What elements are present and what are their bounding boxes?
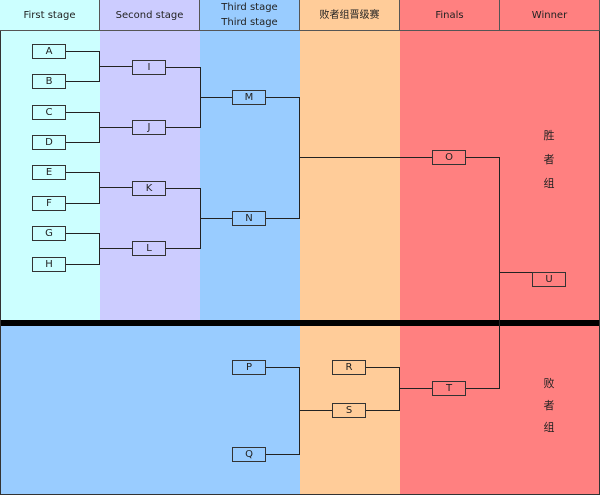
header-finals: Finals xyxy=(400,0,500,31)
connector-line xyxy=(99,248,132,249)
connector-line xyxy=(266,97,299,98)
header-first-stage: First stage xyxy=(0,0,100,31)
header-losers-round: 败者组晋级赛 xyxy=(300,0,400,31)
match-box: I xyxy=(132,60,166,75)
connector-line xyxy=(366,367,399,368)
header-label: 败者组晋级赛 xyxy=(319,9,380,21)
match-box: L xyxy=(132,241,166,256)
connector-line xyxy=(66,51,99,52)
connector-line xyxy=(299,367,300,455)
connector-line xyxy=(366,410,399,411)
match-box: T xyxy=(432,381,466,396)
connector-line xyxy=(266,218,299,219)
connector-line xyxy=(66,172,99,173)
connector-line xyxy=(66,112,99,113)
match-box: P xyxy=(232,360,266,375)
match-box: R xyxy=(332,360,366,375)
match-box: D xyxy=(32,135,66,150)
match-box: M xyxy=(232,90,266,105)
connector-line xyxy=(166,127,200,128)
match-box: F xyxy=(32,196,66,211)
connector-line xyxy=(266,367,299,368)
column-second-stage xyxy=(100,0,200,320)
connector-line xyxy=(200,218,232,219)
connector-line xyxy=(66,203,99,204)
header-winner: Winner xyxy=(500,0,600,31)
header-label: Third stage xyxy=(221,17,278,28)
match-box: J xyxy=(132,120,166,135)
match-box: N xyxy=(232,211,266,226)
label-char: 者 xyxy=(543,399,555,412)
match-box: C xyxy=(32,105,66,120)
connector-line xyxy=(99,187,132,188)
column-finals-winner xyxy=(400,0,600,495)
header-label: Second stage xyxy=(115,9,184,21)
column-losers-round xyxy=(300,0,400,495)
match-box: K xyxy=(132,181,166,196)
winners-bracket-label: 胜 者 组 xyxy=(540,124,558,196)
label-char: 者 xyxy=(543,153,555,166)
connector-line xyxy=(166,248,200,249)
connector-line xyxy=(499,272,532,273)
connector-line xyxy=(99,66,132,67)
losers-bracket-label: 败 者 组 xyxy=(540,373,558,439)
label-char: 败 xyxy=(543,377,555,390)
label-char: 胜 xyxy=(543,129,555,142)
connector-line xyxy=(166,67,200,68)
connector-line xyxy=(466,388,499,389)
connector-line xyxy=(499,157,500,389)
connector-line xyxy=(66,233,99,234)
connector-line xyxy=(266,454,299,455)
connector-line xyxy=(66,264,99,265)
header-label: Winner xyxy=(531,9,568,21)
connector-line xyxy=(299,157,432,158)
header-second-stage: Second stage xyxy=(100,0,200,31)
connector-line xyxy=(399,388,432,389)
connector-line xyxy=(166,188,200,189)
connector-line xyxy=(66,81,99,82)
match-box: A xyxy=(32,44,66,59)
match-box: S xyxy=(332,403,366,418)
connector-line xyxy=(99,172,100,204)
connector-line xyxy=(99,233,100,265)
header-label: Third stage xyxy=(221,2,278,13)
divider-bar xyxy=(0,320,600,326)
connector-line xyxy=(399,367,400,411)
connector-line xyxy=(466,157,499,158)
column-third-stage xyxy=(200,0,300,320)
connector-line xyxy=(200,97,232,98)
losers-third-stage-area xyxy=(0,326,300,495)
column-first-stage xyxy=(0,0,100,320)
connector-line xyxy=(299,97,300,219)
label-char: 组 xyxy=(543,177,555,190)
match-box: H xyxy=(32,257,66,272)
connector-line xyxy=(299,410,332,411)
match-box: E xyxy=(32,165,66,180)
connector-line xyxy=(66,142,99,143)
match-box: O xyxy=(432,150,466,165)
match-box: Q xyxy=(232,447,266,462)
match-box: G xyxy=(32,226,66,241)
winner-box: U xyxy=(532,272,566,287)
label-char: 组 xyxy=(543,421,555,434)
header-label: First stage xyxy=(23,9,76,21)
match-box: B xyxy=(32,74,66,89)
connector-line xyxy=(99,127,132,128)
header-label: Finals xyxy=(435,9,464,21)
